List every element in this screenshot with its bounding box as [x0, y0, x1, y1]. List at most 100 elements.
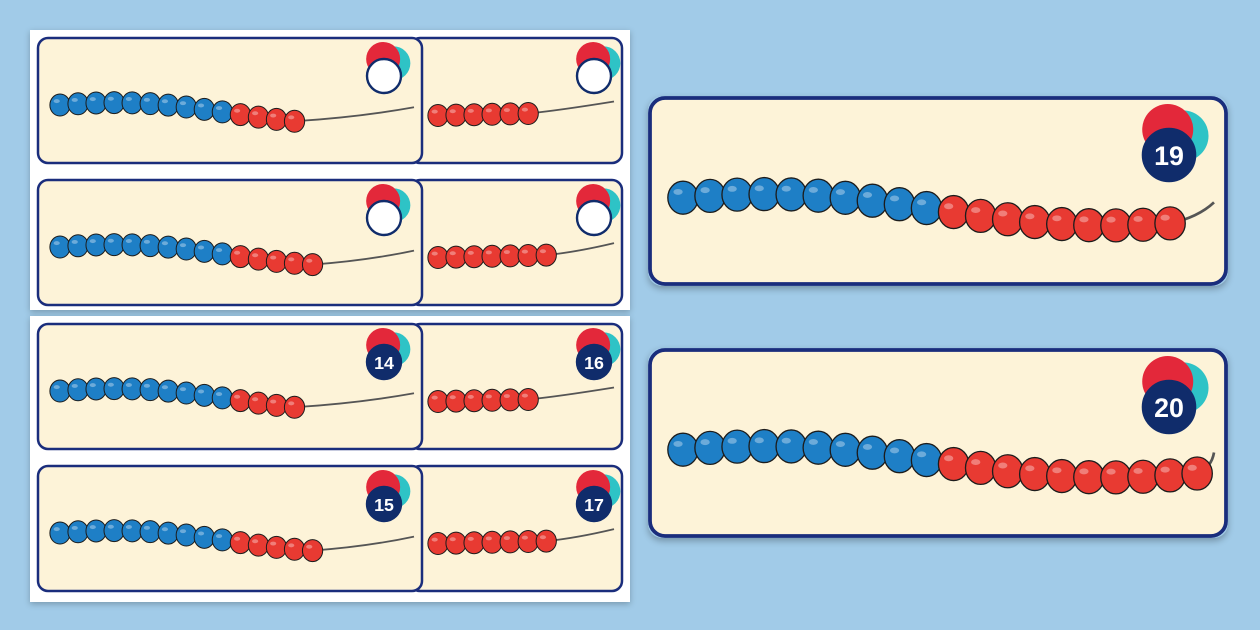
blue-bead	[829, 180, 862, 215]
blue-bead	[694, 178, 726, 214]
blue-bead	[748, 428, 781, 464]
number-badge	[575, 42, 621, 95]
red-bead	[517, 388, 539, 411]
number-card-partial	[408, 36, 624, 165]
red-bead	[229, 389, 252, 413]
red-bead	[1018, 204, 1051, 240]
blue-bead	[121, 91, 143, 115]
blue-bead	[175, 523, 197, 547]
number-badge: 19	[1141, 104, 1209, 183]
bead-string-card-large-top: 19	[648, 96, 1228, 286]
red-bead	[1046, 458, 1078, 494]
red-bead	[481, 530, 503, 554]
red-bead	[229, 245, 252, 269]
blue-bead	[694, 430, 726, 466]
red-bead	[1154, 458, 1186, 493]
red-bead	[283, 537, 306, 561]
red-bead	[463, 245, 485, 269]
number-card-partial	[408, 178, 624, 307]
red-bead	[247, 247, 270, 271]
bead-thread	[294, 392, 415, 409]
badge-number-circle	[365, 343, 403, 381]
blue-bead	[121, 377, 143, 401]
red-bead	[1073, 208, 1105, 243]
card-number: 14	[374, 353, 394, 373]
number-badge: 17	[575, 470, 621, 523]
blue-bead	[211, 386, 233, 410]
blue-bead	[139, 378, 161, 402]
red-bead	[937, 194, 970, 230]
red-bead	[427, 104, 449, 127]
number-badge	[365, 184, 411, 237]
blue-bead	[175, 95, 197, 119]
red-bead	[499, 530, 521, 554]
red-bead	[535, 243, 557, 267]
blue-bead	[157, 235, 179, 259]
red-bead	[247, 105, 270, 129]
red-bead	[247, 391, 270, 415]
blue-bead	[49, 521, 71, 545]
worksheet-bottom: 16 17 14 15	[30, 316, 630, 602]
bead-string	[667, 176, 1215, 243]
number-card-partial: 16	[408, 322, 624, 451]
blue-bead	[67, 92, 89, 116]
red-bead	[1127, 207, 1159, 242]
blue-bead	[667, 432, 699, 467]
bead-string	[49, 233, 415, 277]
card-number: 16	[584, 353, 604, 373]
number-card-large-bottom: 20	[648, 348, 1228, 538]
blue-bead	[175, 381, 197, 405]
red-bead	[499, 388, 521, 412]
blue-bead	[211, 528, 233, 552]
bead-string	[427, 386, 615, 413]
blue-bead	[193, 97, 215, 121]
blue-bead	[103, 519, 125, 543]
bead-string	[667, 428, 1216, 495]
card-frame	[36, 178, 424, 307]
blue-bead	[157, 379, 179, 403]
red-bead	[463, 531, 485, 555]
blue-bead	[103, 91, 125, 115]
red-bead	[445, 531, 467, 555]
red-bead	[247, 533, 270, 557]
badge-number-circle	[1141, 127, 1197, 183]
badge-number-circle	[365, 57, 403, 95]
red-bead	[301, 539, 324, 563]
number-badge: 15	[365, 470, 411, 523]
bead-string-card-large-bottom: 20	[648, 348, 1228, 538]
blue-bead	[910, 442, 943, 478]
red-bead	[445, 389, 467, 413]
badge-number-circle	[365, 485, 403, 523]
card-number: 15	[374, 495, 394, 515]
blue-bead	[139, 520, 161, 544]
blue-bead	[775, 177, 808, 212]
red-bead	[463, 389, 485, 413]
number-badge	[575, 184, 621, 237]
blue-bead	[748, 176, 781, 212]
bead-string	[49, 519, 415, 563]
blue-bead	[67, 520, 89, 544]
card-number: 20	[1154, 393, 1184, 423]
red-bead	[1018, 456, 1051, 492]
red-bead	[1127, 459, 1159, 494]
blue-bead	[193, 383, 215, 407]
blue-bead	[85, 377, 107, 401]
number-card-large: 20	[648, 348, 1228, 538]
worksheet-top-cards	[36, 36, 624, 307]
number-badge: 20	[1141, 356, 1209, 435]
red-bead	[265, 535, 288, 559]
number-badge	[365, 42, 411, 95]
blue-bead	[721, 429, 753, 464]
red-bead	[517, 102, 539, 125]
bead-thread	[312, 535, 415, 552]
blue-bead	[85, 519, 107, 543]
blue-bead	[139, 234, 161, 258]
bead-string	[427, 100, 615, 127]
red-bead	[265, 107, 288, 131]
bead-thread	[312, 249, 415, 266]
red-bead	[229, 103, 252, 127]
blue-bead	[157, 93, 179, 117]
blue-bead	[121, 519, 143, 543]
number-card	[36, 36, 424, 165]
bead-string	[427, 528, 615, 555]
